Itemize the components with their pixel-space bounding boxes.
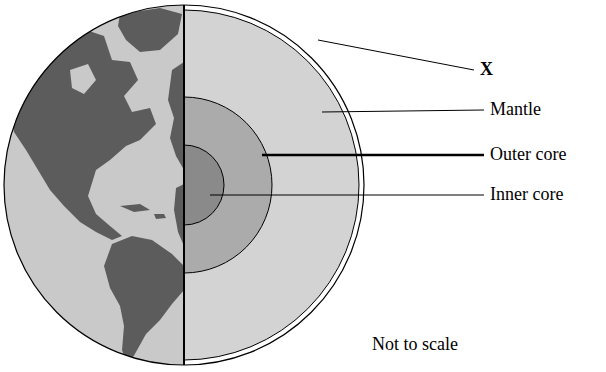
part-label: Mantle (490, 100, 541, 120)
leader-line (318, 40, 474, 70)
leader-line (262, 154, 484, 157)
leader-line (210, 195, 484, 196)
part-label: X (480, 60, 493, 80)
part-label: Inner core (490, 185, 563, 205)
globe-surface (4, 5, 364, 366)
globe-outline (4, 5, 364, 365)
note-label: Not to scale (372, 335, 458, 355)
section-line (183, 5, 185, 365)
leader-line (322, 110, 484, 112)
cross-section (4, 5, 364, 365)
part-label: Outer core (490, 145, 566, 165)
